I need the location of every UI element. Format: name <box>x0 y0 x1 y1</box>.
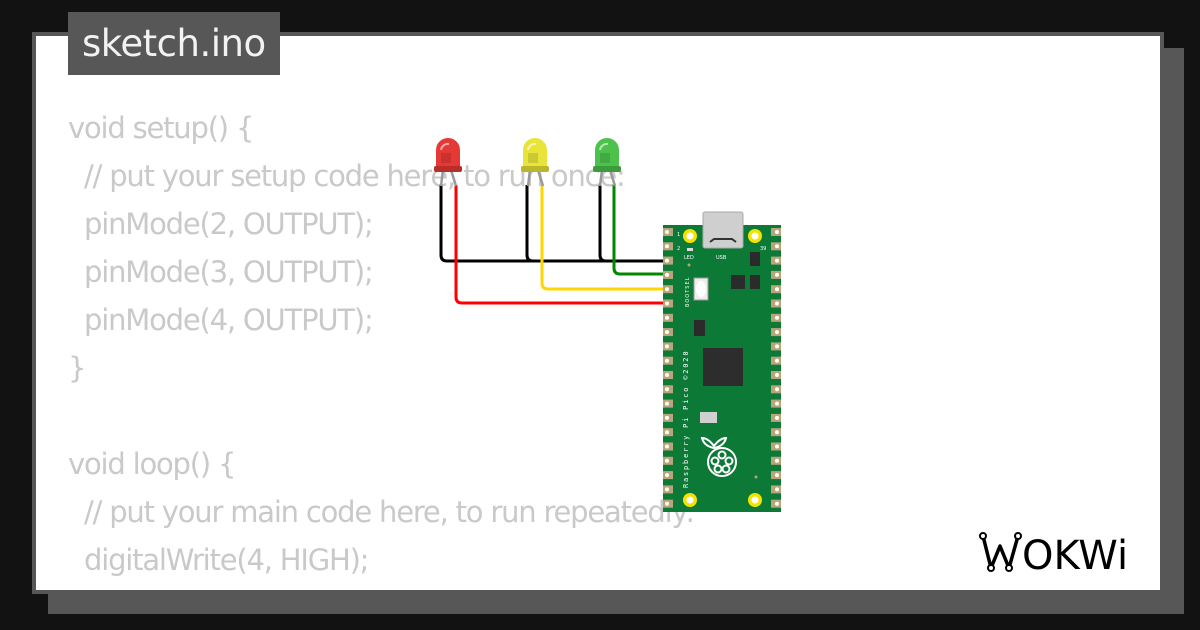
code-editor: void setup() { // put your setup code he… <box>68 104 695 590</box>
ground-wire <box>439 185 672 263</box>
pin-hole <box>775 373 779 377</box>
pin-hole <box>665 230 669 234</box>
code-line[interactable]: // put your setup code here, to run once… <box>68 159 626 193</box>
code-line[interactable]: pinMode(4, OUTPUT); <box>68 303 374 337</box>
pin-hole <box>665 430 669 435</box>
pin-hole <box>775 244 779 249</box>
pin-hole <box>775 401 779 406</box>
rp2040-chip <box>703 348 743 386</box>
pin-hole <box>775 430 779 435</box>
pin-hole <box>665 387 669 392</box>
pin-hole <box>665 344 669 349</box>
bootsel-label: BOOTSEL <box>685 277 691 307</box>
flash-chip <box>700 412 717 423</box>
pin-hole <box>665 415 669 420</box>
onboard-led <box>687 248 693 251</box>
yellow-wire <box>540 185 672 291</box>
pin-hole <box>665 244 669 249</box>
pin-hole <box>775 272 779 277</box>
red-wire <box>454 185 672 305</box>
pin-hole <box>665 272 669 277</box>
pin-hole <box>775 301 779 306</box>
code-line[interactable]: void loop() { <box>68 447 236 481</box>
pin-hole <box>665 401 669 406</box>
pin-hole <box>665 473 669 478</box>
pin-hole <box>665 258 669 263</box>
raspberry-pi-pico-board[interactable]: 1 2 39 LED USB BOOTSEL Raspberry Pi Pico… <box>663 211 781 512</box>
file-tab[interactable]: sketch.ino <box>68 12 280 75</box>
preview-card: void setup() { // put your setup code he… <box>32 32 1164 594</box>
pin-hole <box>665 301 669 306</box>
pin-hole <box>665 458 669 463</box>
pin-hole <box>775 358 779 363</box>
pin-hole <box>665 444 669 449</box>
pin-hole <box>775 287 779 292</box>
pin-hole <box>775 473 779 478</box>
pin-hole <box>665 358 669 363</box>
ground-wire-yellow <box>525 185 534 263</box>
pin-hole <box>775 258 779 263</box>
mounting-holes <box>683 229 762 507</box>
pin-hole <box>775 330 779 335</box>
usb-connector <box>702 211 744 249</box>
code-line[interactable]: void setup() { <box>68 111 254 145</box>
raspberry-logo-icon <box>700 436 737 477</box>
code-line[interactable]: pinMode(3, OUTPUT); <box>68 255 374 289</box>
pin-hole <box>665 330 669 335</box>
code-line[interactable]: // put your main code here, to run repea… <box>68 495 695 529</box>
pin-hole <box>775 458 779 463</box>
pin-hole <box>665 487 669 492</box>
wires <box>439 185 672 305</box>
pin-hole <box>665 501 669 506</box>
code-line[interactable]: digitalWrite(4, HIGH); <box>68 543 369 577</box>
pin-hole <box>775 444 779 449</box>
yellow-led[interactable] <box>521 138 549 187</box>
usb-label: USB <box>716 255 727 261</box>
pin-hole <box>775 315 779 320</box>
pin2-label: 2 <box>677 246 680 252</box>
pin-hole <box>775 387 779 392</box>
wokwi-logo: OKWi <box>979 532 1128 578</box>
green-led[interactable] <box>593 138 621 187</box>
pin-hole <box>775 344 779 349</box>
pin39-label: 39 <box>760 246 766 252</box>
led-label: LED <box>684 255 694 261</box>
file-tab-label: sketch.ino <box>82 22 266 65</box>
wokwi-logo-text: OKWi <box>1022 533 1128 578</box>
ground-wire-green <box>598 185 607 263</box>
pin-hole <box>775 415 779 420</box>
pin-hole <box>665 287 669 292</box>
code-line[interactable]: pinMode(2, OUTPUT); <box>68 207 374 241</box>
red-led[interactable] <box>434 138 462 187</box>
pin-hole <box>775 230 779 234</box>
pin-hole <box>775 487 779 492</box>
code-line[interactable]: } <box>68 351 86 385</box>
pin-hole <box>665 315 669 320</box>
pin-hole <box>775 501 779 506</box>
board-label: Raspberry Pi Pico ©2020 <box>682 350 690 488</box>
pin1-label: 1 <box>677 232 680 238</box>
green-wire <box>612 185 672 276</box>
pin-hole <box>665 373 669 377</box>
